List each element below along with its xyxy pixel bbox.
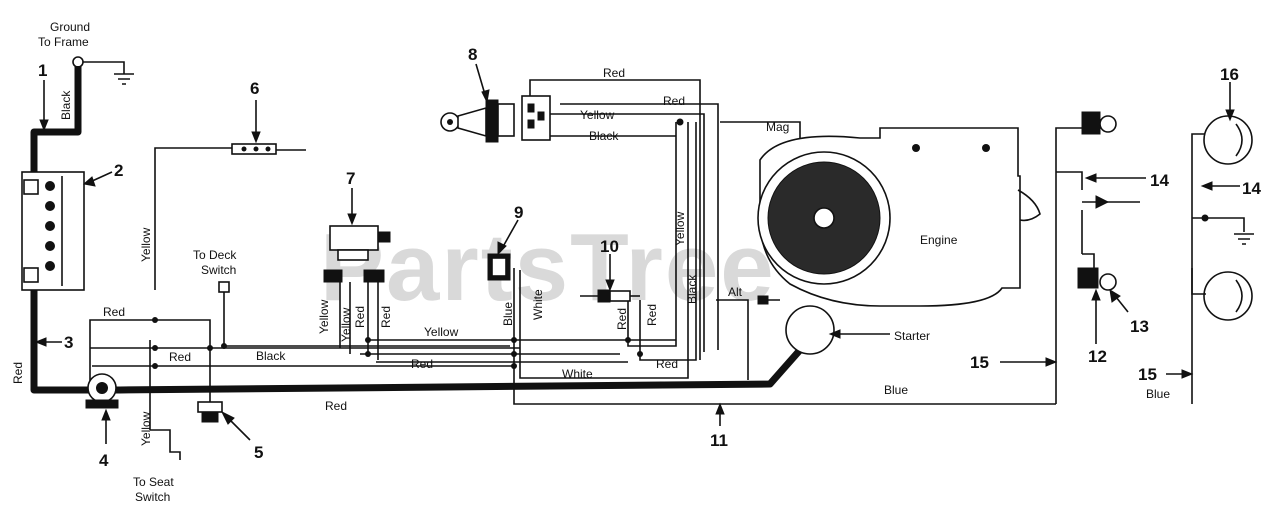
blue-right-label: Blue [1146, 387, 1170, 401]
engine-label: Engine [920, 233, 958, 247]
solenoid-4 [85, 373, 119, 409]
watermark: PartsTree [320, 214, 776, 321]
red-7b-label: Red [379, 306, 393, 328]
fuse-10 [580, 289, 640, 303]
mag-label: Mag [766, 120, 789, 134]
red-10b-label: Red [645, 304, 659, 326]
callout-3: 3 [64, 333, 73, 352]
callout-15b: 15 [1138, 365, 1157, 384]
white-9-label: White [531, 289, 545, 320]
seat-switch-line1: To Seat [133, 475, 174, 489]
starter-label: Starter [894, 329, 930, 343]
inline-connector-6 [154, 143, 306, 290]
blue-bottom-label: Blue [884, 383, 908, 397]
red-top-left-label: Red [103, 305, 125, 319]
harness-wires [89, 79, 1056, 460]
callout-16: 16 [1220, 65, 1239, 84]
white-bottom-label: White [562, 367, 593, 381]
red-7a-label: Red [353, 306, 367, 328]
callout-9: 9 [514, 203, 523, 222]
blue-9-label: Blue [501, 302, 515, 326]
callout-7: 7 [346, 169, 355, 188]
callout-1: 1 [38, 61, 47, 80]
ignition-switch-8 [440, 95, 551, 143]
seat-switch-line2: Switch [135, 490, 170, 504]
callout-5: 5 [254, 443, 263, 462]
red-right-label: Red [656, 357, 678, 371]
callout-12: 12 [1088, 347, 1107, 366]
callout-10: 10 [600, 237, 619, 256]
wire-labels: Red Red Black Red Red Yellow To Seat Swi… [103, 66, 1170, 504]
callout-arrows [34, 63, 1240, 444]
switch-5 [197, 401, 223, 423]
callout-2: 2 [114, 161, 123, 180]
yellow-mid-label: Yellow [424, 325, 459, 339]
callout-6: 6 [250, 79, 259, 98]
red-top2-label: Red [663, 94, 685, 108]
yellow-left-label: Yellow [139, 227, 153, 262]
red-left-label: Red [11, 362, 25, 384]
red-bottom-mid-label: Red [411, 357, 433, 371]
yellow-7a-label: Yellow [317, 299, 331, 334]
red-10a-label: Red [615, 308, 629, 330]
deck-switch-line1: To Deck [193, 248, 237, 262]
callout-numbers: 1 2 3 4 5 6 7 8 9 10 11 12 13 14 14 15 1… [38, 45, 1261, 470]
headlight-assembly [1055, 111, 1254, 404]
black-vertical-label: Black [685, 274, 699, 304]
red-top-label: Red [603, 66, 625, 80]
callout-8: 8 [468, 45, 477, 64]
black-wire-label: Black [59, 90, 73, 120]
switch-9 [487, 253, 511, 281]
relay-7 [323, 225, 391, 283]
callout-15a: 15 [970, 353, 989, 372]
junction-dots [152, 118, 1209, 369]
black-8-label: Black [589, 129, 619, 143]
callout-4: 4 [99, 451, 109, 470]
yellow-8-label: Yellow [580, 108, 615, 122]
yellow-4-label: Yellow [139, 411, 153, 446]
yellow-vertical-label: Yellow [673, 211, 687, 246]
battery [21, 171, 85, 291]
ground-label-line1: Ground [50, 20, 90, 34]
callout-11: 11 [710, 431, 728, 450]
black-mid-label: Black [256, 349, 286, 363]
deck-switch-line2: Switch [201, 263, 236, 277]
yellow-7b-label: Yellow [339, 307, 353, 342]
red-mid-left-label: Red [169, 350, 191, 364]
deck-switch-connector [218, 281, 230, 293]
callout-14b: 14 [1242, 179, 1261, 198]
callout-13: 13 [1130, 317, 1149, 336]
callout-14a: 14 [1150, 171, 1169, 190]
ground-label-line2: To Frame [38, 35, 89, 49]
red-main-label: Red [325, 399, 347, 413]
main-battery-cable [30, 66, 803, 394]
engine [757, 127, 1041, 355]
ground-to-frame: Ground To Frame [38, 20, 134, 85]
alt-label: Alt [728, 285, 743, 299]
